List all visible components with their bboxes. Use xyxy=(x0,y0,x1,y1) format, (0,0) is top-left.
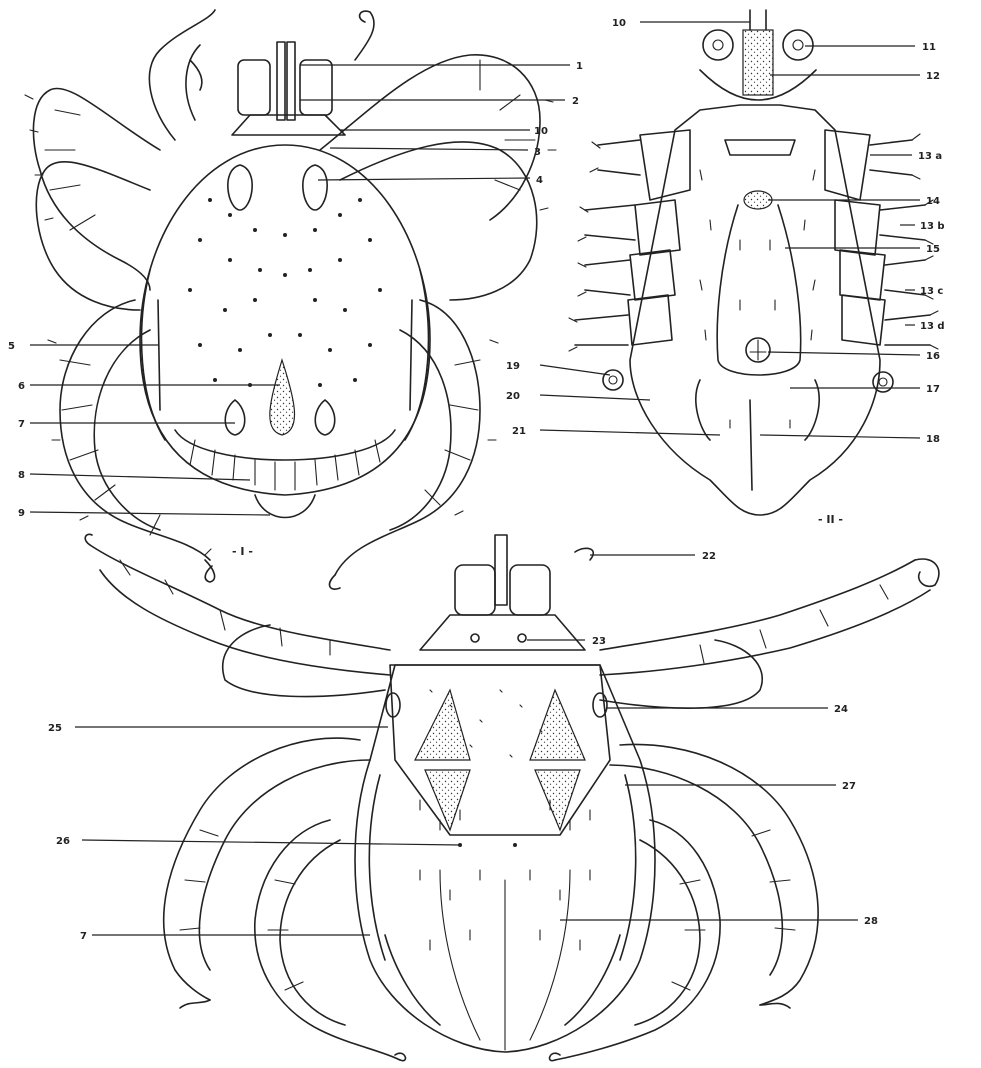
fig3-capitulum xyxy=(420,535,585,650)
fig1-legs xyxy=(25,10,215,582)
fig1-label-10: 10 xyxy=(534,126,548,137)
fig2-label-18: 18 xyxy=(926,434,940,445)
fig1-caption: - I - xyxy=(232,545,253,558)
fig2-label-13a: 13 a xyxy=(918,151,942,162)
fig1-legs-right xyxy=(320,11,556,589)
fig2-label-13b: 13 b xyxy=(920,221,945,232)
fig1-label-8: 8 xyxy=(18,470,25,481)
fig2-label-16: 16 xyxy=(926,351,940,362)
fig2-label-15: 15 xyxy=(926,244,940,255)
figure-3-dorsal-view: 22 23 24 27 28 25 26 7 xyxy=(48,534,939,1060)
fig2-label-14: 14 xyxy=(926,196,940,207)
fig3-body xyxy=(355,665,655,1052)
fig2-label-20: 20 xyxy=(506,391,520,402)
fig3-label-24: 24 xyxy=(834,704,848,715)
fig1-label-2: 2 xyxy=(572,96,579,107)
fig3-label-27: 27 xyxy=(842,781,856,792)
fig3-label-26: 26 xyxy=(56,836,70,847)
fig2-label-11: 11 xyxy=(922,42,936,53)
fig2-label-12: 12 xyxy=(926,71,940,82)
fig1-label-3: 3 xyxy=(534,147,541,158)
fig2-caption: - II - xyxy=(818,513,843,526)
fig2-label-13d: 13 d xyxy=(920,321,945,332)
fig1-label-4: 4 xyxy=(536,175,543,186)
fig2-label-19: 19 xyxy=(506,361,520,372)
figure-2-ventral-view: 10 11 12 13 a 14 13 b 15 13 c 13 d 16 17… xyxy=(506,10,945,526)
fig1-label-7: 7 xyxy=(18,419,25,430)
fig3-label-7: 7 xyxy=(80,931,87,942)
fig1-body xyxy=(140,145,430,518)
figure-1-dorsal-view: 1 2 10 3 4 5 6 7 8 9 - I - xyxy=(8,10,583,589)
fig2-capitulum xyxy=(700,10,816,100)
fig1-capitulum xyxy=(232,42,345,135)
fig3-label-25: 25 xyxy=(48,723,62,734)
fig1-punctations xyxy=(188,198,382,387)
fig2-label-10: 10 xyxy=(612,18,626,29)
fig2-label-21: 21 xyxy=(512,426,526,437)
fig1-label-1: 1 xyxy=(576,61,583,72)
fig2-label-17: 17 xyxy=(926,384,940,395)
fig3-leaders xyxy=(75,555,858,935)
fig1-label-9: 9 xyxy=(18,508,25,519)
fig1-label-5: 5 xyxy=(8,341,15,352)
fig2-label-13c: 13 c xyxy=(920,286,943,297)
fig1-leaders xyxy=(30,65,570,515)
fig2-labels: 10 11 12 13 a 14 13 b 15 13 c 13 d 16 17… xyxy=(506,18,945,526)
fig1-label-6: 6 xyxy=(18,381,25,392)
fig2-body xyxy=(569,105,938,515)
fig3-label-28: 28 xyxy=(864,916,878,927)
fig3-label-22: 22 xyxy=(702,551,716,562)
fig3-label-23: 23 xyxy=(592,636,606,647)
